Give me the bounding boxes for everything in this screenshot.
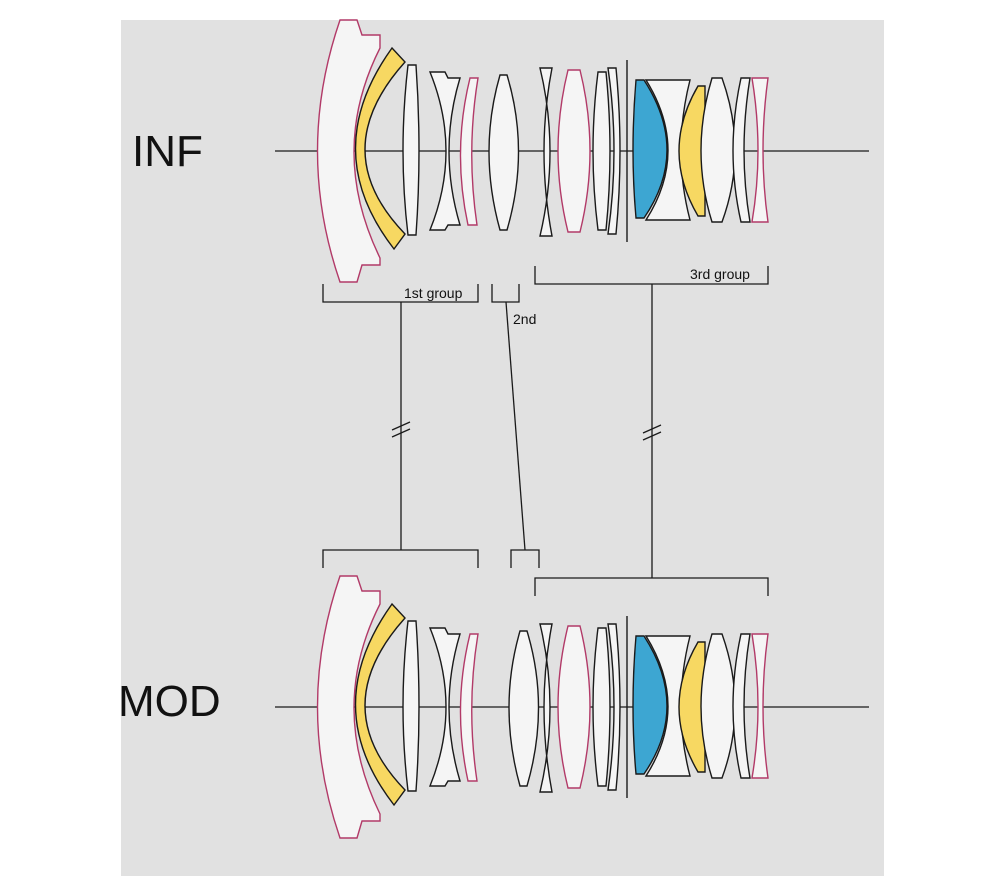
state-label-inf: INF	[132, 127, 203, 176]
lens-element-4	[428, 71, 461, 231]
third-group-break-mark	[642, 424, 662, 441]
mod-lens-element-4	[428, 627, 461, 787]
lens-element-3	[402, 64, 420, 236]
mod-lens-element-7	[539, 623, 553, 793]
lens-element-14	[700, 77, 736, 223]
lens-element-15	[732, 77, 751, 223]
mod-lens-element-8	[557, 625, 591, 789]
lens-diagram-mod	[275, 575, 869, 839]
second-group-movement-line	[505, 301, 526, 551]
lens-element-11	[632, 79, 668, 219]
first-group-label: 1st group	[404, 285, 463, 301]
mod-lens-element-14	[700, 633, 736, 779]
mod-lens-element-5	[459, 633, 479, 782]
mod-lens-element-3	[402, 620, 420, 792]
mod-lens-element-12	[644, 635, 691, 777]
lens-element-5	[459, 77, 479, 226]
state-label-mod: MOD	[118, 677, 221, 726]
mod-lens-element-15	[732, 633, 751, 779]
mod-lens-element-2	[354, 602, 406, 807]
mod-lens-element-9	[592, 627, 611, 787]
mod-lens-element-16	[751, 633, 769, 779]
third-group-label: 3rd group	[690, 266, 750, 282]
lens-element-9	[592, 71, 611, 231]
lens-element-2	[354, 46, 406, 251]
mod-lens-element-13	[678, 641, 706, 773]
mod-lens-element-1	[316, 575, 381, 839]
mod-second-group-elements	[508, 630, 540, 787]
mod-lens-element-10	[607, 623, 621, 791]
lens-element-10	[607, 67, 621, 235]
group-movement-diagram	[322, 266, 769, 596]
mod-lens-element-11	[632, 635, 668, 775]
mod-lens-element-6	[508, 630, 540, 787]
first-group-break-mark	[391, 421, 411, 438]
lens-element-16	[751, 77, 769, 223]
lens-element-13	[678, 85, 706, 217]
mod-first-group-elements	[316, 575, 479, 839]
mod-third-group-elements	[539, 616, 769, 798]
lens-element-8	[557, 69, 591, 233]
second-group-label: 2nd	[513, 311, 536, 327]
second-group-bracket-inf	[491, 284, 520, 303]
lens-element-7	[539, 67, 553, 237]
lens-element-12	[644, 79, 691, 221]
lens-element-1	[316, 19, 381, 283]
lens-element-6	[488, 74, 520, 231]
lens-diagram-inf	[275, 19, 869, 283]
